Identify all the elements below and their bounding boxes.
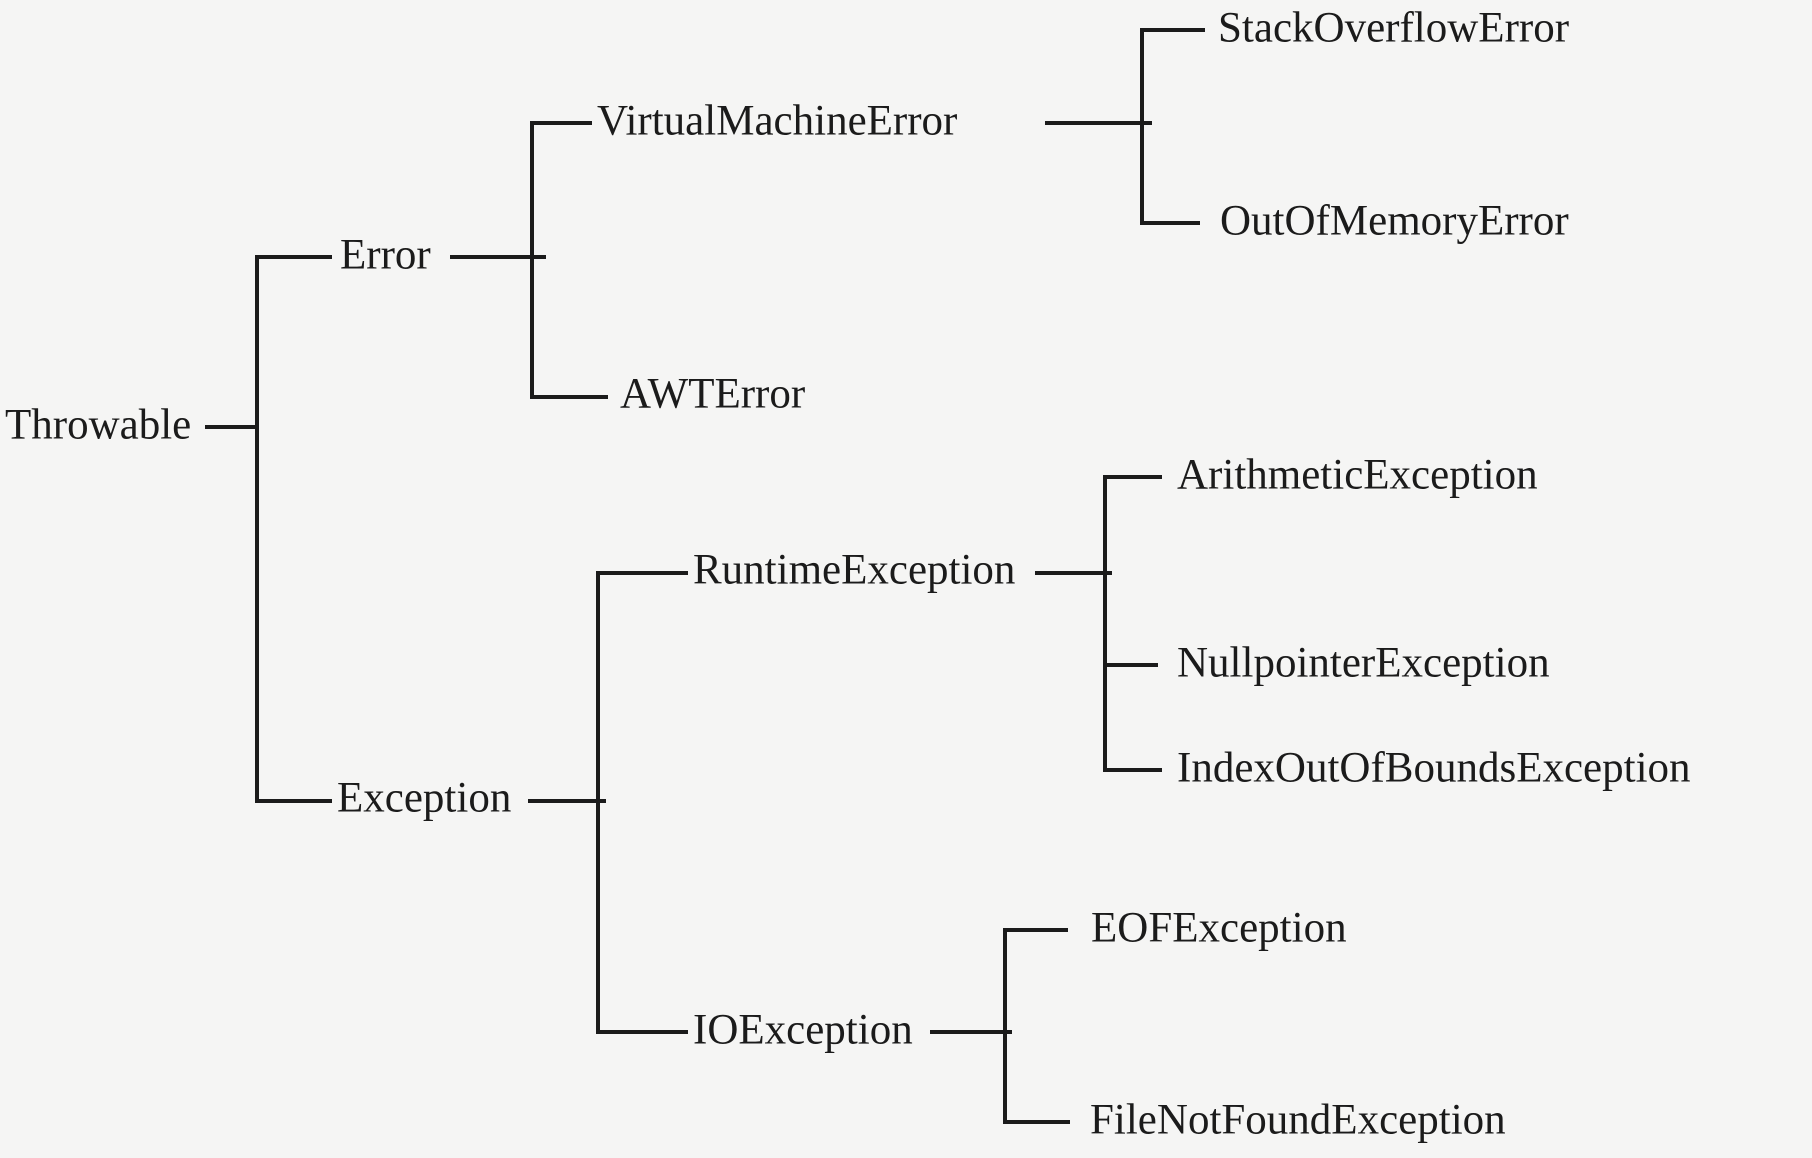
tree-line-vme-children-trunk <box>1140 28 1144 225</box>
tree-line-exception-children-trunk <box>596 571 600 1034</box>
tree-line-eof-connector <box>1003 928 1068 932</box>
tree-line-error-left-connector <box>255 255 332 259</box>
tree-line-error-children-trunk <box>530 121 534 399</box>
tree-line-exception-left-connector <box>255 799 332 803</box>
tree-line-file-not-found-connector <box>1003 1120 1070 1124</box>
tree-line-error-more-dashes <box>556 255 648 259</box>
tree-node-index-out-of-bounds-exception: IndexOutOfBoundsException <box>1177 744 1691 792</box>
tree-line-runtime-right-connector <box>1035 571 1112 575</box>
tree-line-exception-right-connector <box>528 799 606 803</box>
tree-line-virtual-machine-right-connector <box>1045 121 1152 125</box>
tree-node-exception: Exception <box>337 774 512 822</box>
tree-line-virtual-machine-left-connector <box>530 121 592 125</box>
tree-line-stack-overflow-connector <box>1140 28 1205 32</box>
tree-node-out-of-memory-error: OutOfMemoryError <box>1220 197 1569 245</box>
tree-line-virtual-machine-more-dashes <box>1164 121 1234 125</box>
tree-line-index-out-of-bounds-connector <box>1103 768 1162 772</box>
tree-node-arithmetic-exception: ArithmeticException <box>1177 451 1538 499</box>
tree-node-runtime-exception: RuntimeException <box>693 546 1016 594</box>
tree-node-nullpointer-exception: NullpointerException <box>1177 639 1550 687</box>
tree-line-nullpointer-connector <box>1103 663 1158 667</box>
tree-line-io-right-connector <box>930 1030 1012 1034</box>
tree-line-runtime-more-dashes <box>1120 571 1188 575</box>
tree-node-virtual-machine-error: VirtualMachineError <box>597 97 958 145</box>
tree-line-io-more-dashes <box>1036 1030 1105 1034</box>
tree-line-runtime-children-trunk <box>1103 475 1107 772</box>
tree-line-io-left-connector <box>596 1030 688 1034</box>
tree-node-awt-error: AWTError <box>620 370 806 418</box>
tree-node-throwable: Throwable <box>5 401 192 449</box>
tree-line-io-children-trunk <box>1003 928 1007 1124</box>
tree-line-exception-more-dashes <box>614 799 699 803</box>
tree-node-file-not-found-exception: FileNotFoundException <box>1090 1096 1506 1144</box>
tree-node-error: Error <box>340 231 431 279</box>
tree-line-awt-error-connector <box>530 395 608 399</box>
tree-line-throwable-connector <box>205 425 259 429</box>
tree-line-arithmetic-connector <box>1103 475 1162 479</box>
tree-node-stack-overflow-error: StackOverflowError <box>1218 4 1570 52</box>
tree-node-io-exception: IOException <box>693 1006 913 1054</box>
tree-line-error-right-connector <box>450 255 546 259</box>
tree-line-out-of-memory-connector <box>1140 221 1200 225</box>
tree-line-runtime-left-connector <box>596 571 688 575</box>
tree-node-eof-exception: EOFException <box>1091 904 1347 952</box>
tree-line-main-trunk <box>255 255 259 803</box>
